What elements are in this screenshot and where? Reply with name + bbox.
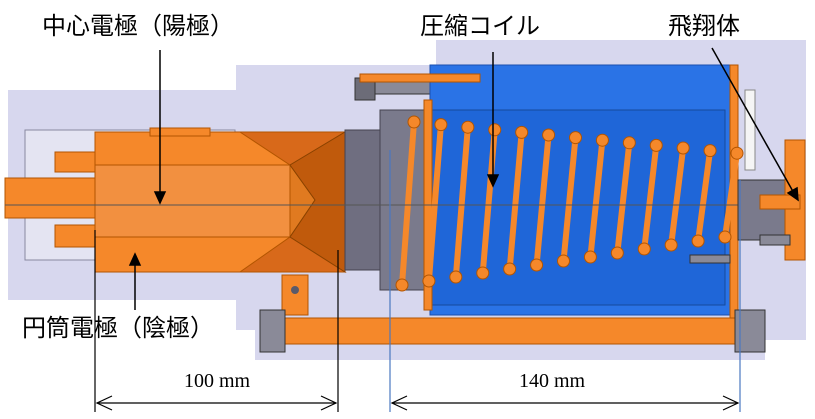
coil-turn <box>395 115 421 292</box>
center-electrode <box>94 131 347 273</box>
coil-turn <box>718 146 744 244</box>
coil-turn <box>449 120 475 284</box>
coil-flange-top <box>359 73 481 83</box>
dimension-lines <box>94 230 339 412</box>
compression-coil <box>395 115 744 292</box>
coil-turn <box>691 144 717 248</box>
coil-turn <box>637 138 663 256</box>
label-compression-coil: 圧縮コイル <box>420 12 540 40</box>
coil-turn <box>530 128 556 272</box>
coil-turn <box>503 125 529 276</box>
coil-turn <box>422 118 448 288</box>
label-cylinder-electrode: 円筒電極（陰極） <box>22 314 214 342</box>
projectile-assembly <box>689 89 806 264</box>
label-center-electrode: 中心電極（陽極） <box>42 12 234 40</box>
dimension-label-right: 140 mm <box>519 370 586 392</box>
label-projectile: 飛翔体 <box>668 12 740 40</box>
coil-turn <box>610 136 636 260</box>
coil-turn <box>583 133 609 264</box>
dimension-label-left: 100 mm <box>184 370 251 392</box>
coil-turn <box>664 141 690 252</box>
coil-turn <box>557 131 582 268</box>
dimension-lines-coil <box>389 150 741 412</box>
leader-lines <box>128 47 799 310</box>
